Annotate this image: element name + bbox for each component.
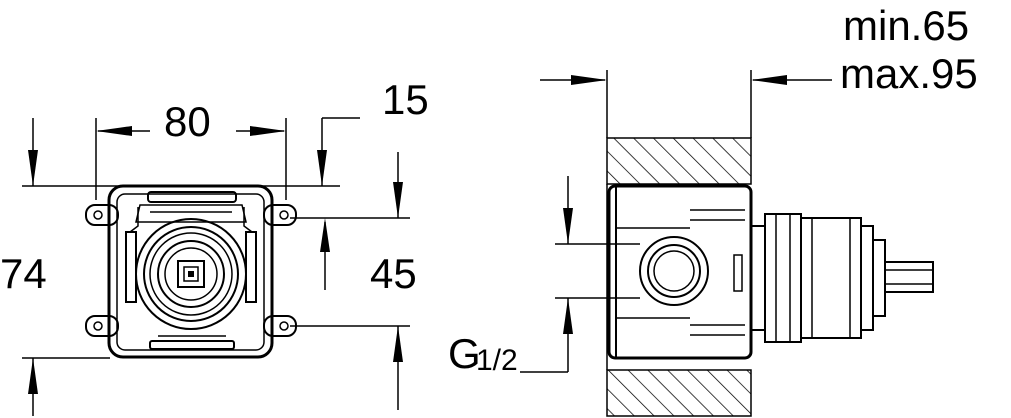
dim-height-label: 74 xyxy=(0,250,47,297)
front-view xyxy=(22,117,410,416)
side-view xyxy=(520,70,934,417)
dim-offset-label: 15 xyxy=(382,76,429,123)
dim-thread-fraction: 1/2 xyxy=(476,344,518,377)
dim-max-depth-label: max.95 xyxy=(840,50,978,97)
dim-thread-label: G xyxy=(448,330,481,377)
dim-width-label: 80 xyxy=(164,98,211,145)
dim-min-depth-label: min.65 xyxy=(843,2,969,49)
dim-mount-spacing-label: 45 xyxy=(370,250,417,297)
